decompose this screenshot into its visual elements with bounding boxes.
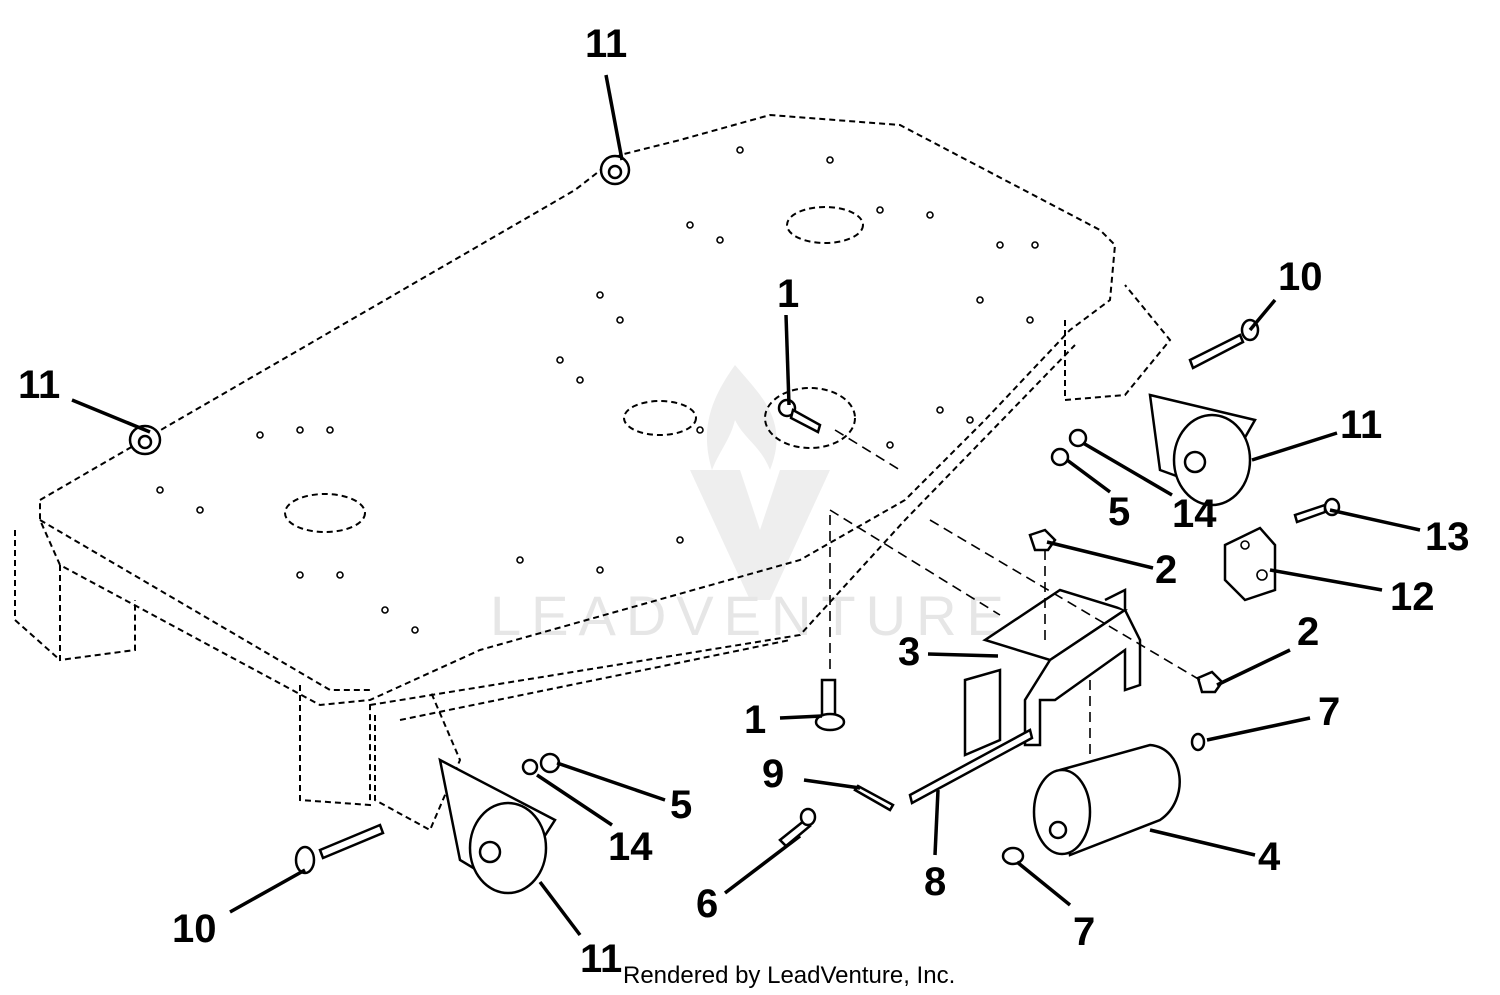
front-wheel-left xyxy=(438,757,557,895)
shoulder-bolt-right xyxy=(1188,318,1260,370)
callout-11-rear-left: 11 xyxy=(18,363,60,407)
shoulder-bolt-left xyxy=(294,823,385,875)
callout-2-side: 2 xyxy=(1297,610,1319,654)
callout-5-left: 5 xyxy=(670,783,692,827)
deck-wheel-rear-right xyxy=(599,154,631,186)
footer-credit: Rendered by LeadVenture, Inc. xyxy=(623,962,955,989)
roller-shaft xyxy=(908,728,1034,805)
callout-11-front-left: 11 xyxy=(580,937,622,981)
callout-9: 9 xyxy=(762,752,784,796)
screw-right xyxy=(1293,497,1341,524)
watermark-v-icon xyxy=(690,470,830,600)
callout-10-left: 10 xyxy=(172,907,217,951)
callout-5-right: 5 xyxy=(1108,490,1130,534)
watermark-text: LEADVENTURE xyxy=(490,584,1014,647)
lock-nut-side xyxy=(1196,670,1224,694)
roller-bracket xyxy=(963,587,1142,757)
cotter-pin xyxy=(853,784,895,812)
callouts: 11 11 1 10 11 5 14 13 2 12 3 2 1 7 9 5 1… xyxy=(18,22,1470,981)
carriage-bolt-upper xyxy=(777,398,822,434)
callout-6: 6 xyxy=(696,882,718,926)
watermark: LEADVENTURE xyxy=(490,365,1014,647)
callout-2-top: 2 xyxy=(1155,548,1177,592)
callout-1-lower: 1 xyxy=(744,698,766,742)
callout-4: 4 xyxy=(1258,835,1281,879)
lock-nut-top xyxy=(1028,528,1057,552)
callout-7-top: 7 xyxy=(1318,690,1340,734)
callout-12: 12 xyxy=(1390,575,1435,619)
callout-14-left: 14 xyxy=(608,825,653,869)
watermark-flame-icon xyxy=(706,365,777,470)
callout-1-upper: 1 xyxy=(777,272,799,316)
leader-lines xyxy=(71,74,1421,937)
front-wheel-right xyxy=(1148,393,1257,507)
deck-wheel-rear-left xyxy=(128,424,162,456)
roller xyxy=(1001,732,1206,866)
callout-10-right: 10 xyxy=(1278,255,1323,299)
callout-8: 8 xyxy=(924,860,946,904)
mower-deck xyxy=(14,113,1172,832)
callout-14-right: 14 xyxy=(1172,492,1217,536)
callout-3: 3 xyxy=(898,630,920,674)
carriage-bolt-lower xyxy=(814,678,846,732)
plate xyxy=(1223,526,1277,602)
hex-nut-right xyxy=(1050,428,1088,467)
callout-13: 13 xyxy=(1425,515,1470,559)
callout-7-bottom: 7 xyxy=(1073,910,1095,954)
screw-left xyxy=(778,807,817,848)
hex-nut-left xyxy=(521,752,561,776)
callout-11-rear-right: 11 xyxy=(585,22,627,66)
callout-11-front-right: 11 xyxy=(1340,403,1382,447)
